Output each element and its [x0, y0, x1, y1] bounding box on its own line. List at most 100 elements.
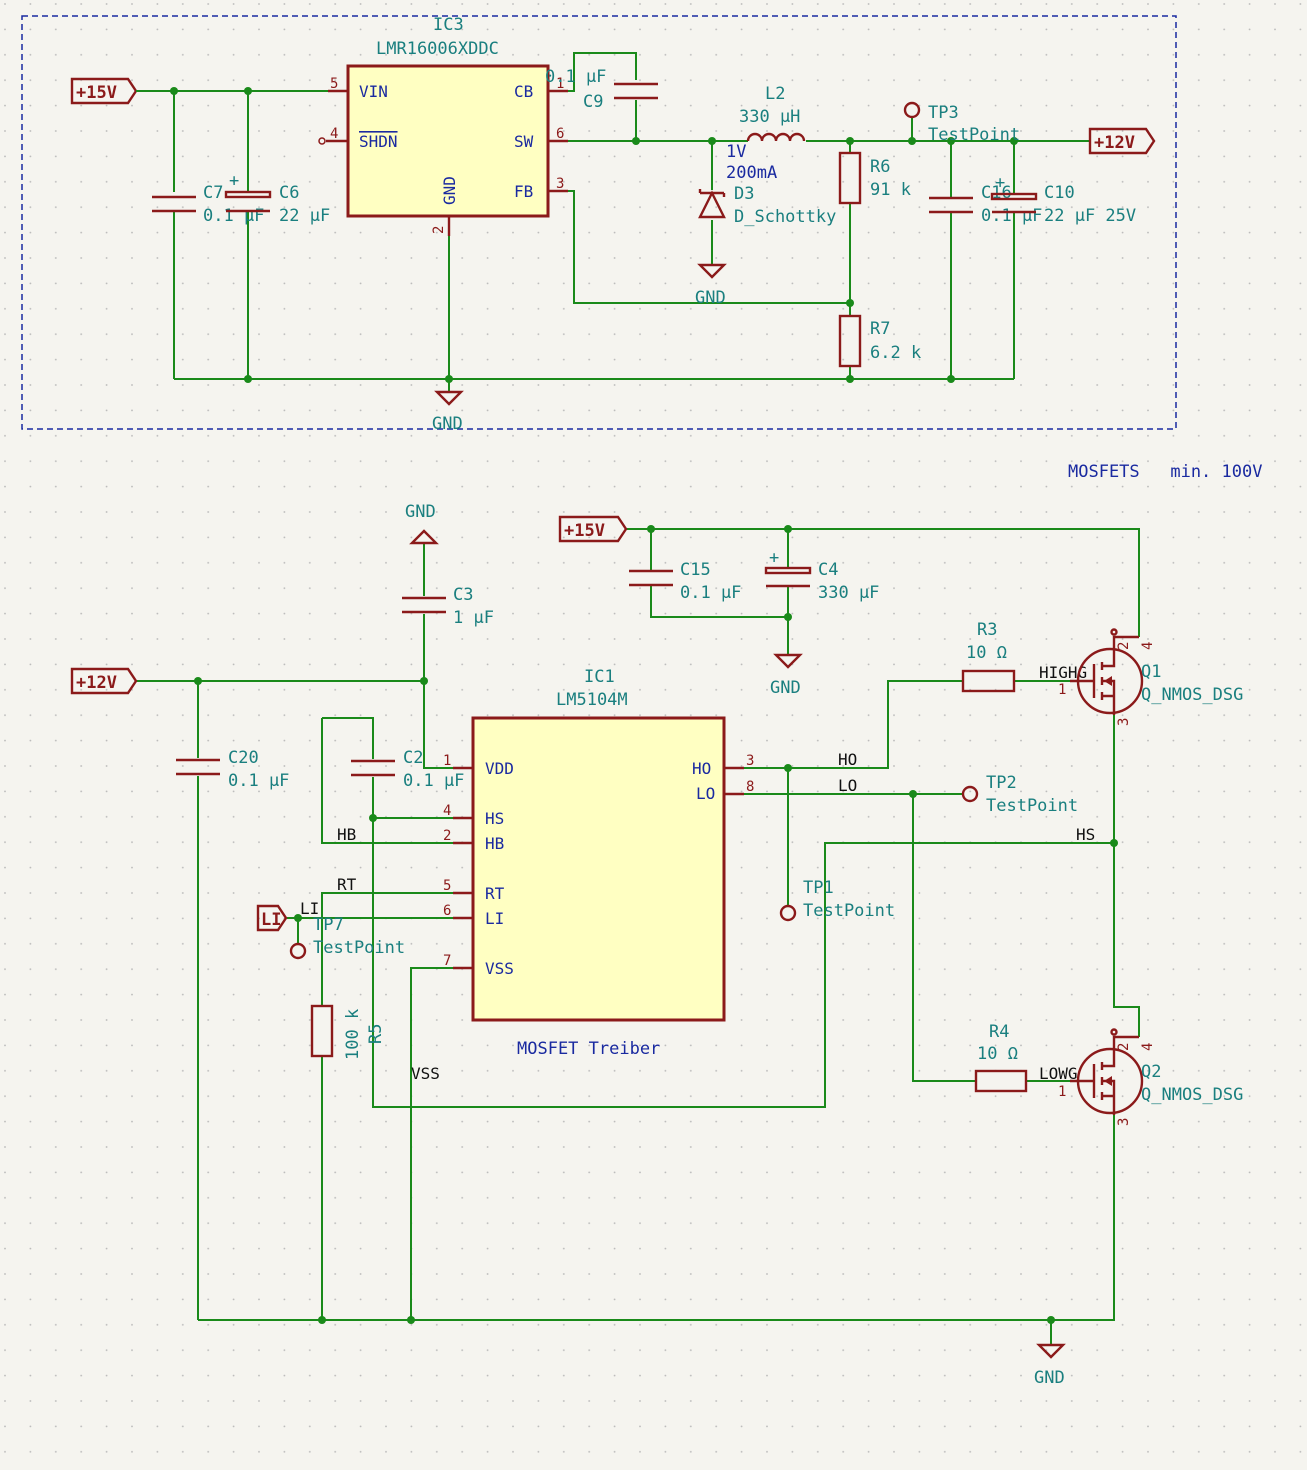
svg-text:0.1 µF: 0.1 µF: [545, 67, 606, 87]
svg-text:1: 1: [556, 76, 564, 92]
svg-text:200mA: 200mA: [726, 163, 777, 183]
svg-text:5: 5: [330, 76, 338, 92]
svg-text:C6: C6: [279, 183, 299, 203]
gnd-symbol-c3: GND: [405, 502, 439, 545]
mosfet-rating-note: MOSFETS min. 100V: [1068, 462, 1262, 482]
inductor-l2: L2 330 µH: [739, 84, 806, 142]
svg-text:C9: C9: [583, 92, 603, 112]
svg-text:HB: HB: [485, 834, 504, 853]
svg-text:TestPoint: TestPoint: [313, 938, 405, 958]
svg-text:0.1 µF: 0.1 µF: [403, 771, 464, 791]
ic1-mosfet-driver: IC1 LM5104M VDD HS HB RT LI VSS HO LO 1 …: [443, 667, 754, 1022]
svg-text:FB: FB: [514, 182, 533, 201]
svg-text:LMR16006XDDC: LMR16006XDDC: [376, 39, 499, 59]
svg-text:GND: GND: [1034, 1368, 1065, 1388]
resistor-r6: R6 91 k: [838, 151, 911, 205]
svg-text:8: 8: [746, 779, 754, 795]
svg-text:4: 4: [1140, 642, 1156, 650]
svg-text:HS: HS: [485, 809, 504, 828]
svg-text:R5: R5: [366, 1024, 386, 1044]
svg-text:TP1: TP1: [803, 878, 834, 898]
svg-text:VDD: VDD: [485, 759, 514, 778]
svg-text:0.1 µF: 0.1 µF: [203, 206, 264, 226]
svg-text:TestPoint: TestPoint: [928, 125, 1020, 145]
resistor-r7: R7 6.2 k: [838, 314, 921, 368]
svg-text:R7: R7: [870, 319, 890, 339]
svg-text:C7: C7: [203, 183, 223, 203]
svg-text:330 µH: 330 µH: [739, 107, 800, 127]
svg-text:LO: LO: [838, 776, 857, 795]
buck-junctions: [170, 87, 1018, 383]
svg-text:C10: C10: [1044, 183, 1075, 203]
svg-text:4: 4: [443, 803, 451, 819]
svg-text:4: 4: [330, 126, 338, 142]
svg-text:C4: C4: [818, 560, 838, 580]
svg-text:0.1 µF: 0.1 µF: [981, 206, 1042, 226]
svg-text:TestPoint: TestPoint: [986, 796, 1078, 816]
svg-text:4: 4: [1140, 1043, 1156, 1051]
capacitor-c20: C20 0.1 µF: [176, 748, 289, 791]
capacitor-c15: C15 0.1 µF: [629, 560, 741, 603]
capacitor-c4: + C4 330 µF: [764, 548, 879, 603]
svg-text:LI: LI: [485, 909, 504, 928]
testpoint-tp1: TP1 TestPoint: [779, 878, 895, 922]
svg-text:SW: SW: [514, 132, 534, 151]
svg-text:Q_NMOS_DSG: Q_NMOS_DSG: [1141, 685, 1243, 705]
svg-text:10 Ω: 10 Ω: [977, 1044, 1018, 1064]
svg-text:IC3: IC3: [433, 15, 464, 35]
svg-text:TP7: TP7: [313, 915, 344, 935]
svg-text:0.1 µF: 0.1 µF: [680, 583, 741, 603]
gnd-symbol-bottom: GND: [1034, 1343, 1066, 1388]
ic3-regulator: IC3 LMR16006XDDC VIN SHDN CB SW FB GND 5…: [318, 15, 568, 236]
svg-text:+15V: +15V: [76, 83, 117, 103]
resistor-r4: R4 10 Ω: [974, 1022, 1028, 1093]
svg-text:L2: L2: [765, 84, 785, 104]
svg-text:2: 2: [431, 226, 447, 234]
svg-text:2: 2: [1116, 1043, 1132, 1051]
svg-text:HO: HO: [692, 759, 711, 778]
power-label-15v-bottom: +15V: [558, 515, 628, 543]
svg-text:+: +: [769, 548, 779, 568]
testpoint-tp3: TP3 TestPoint: [903, 101, 1020, 145]
svg-text:VIN: VIN: [359, 82, 388, 101]
power-label-15v-top: +15V: [70, 77, 138, 105]
svg-text:3: 3: [1116, 718, 1132, 726]
svg-text:1 µF: 1 µF: [453, 608, 494, 628]
svg-text:SHDN: SHDN: [359, 132, 398, 151]
svg-text:2: 2: [1116, 642, 1132, 650]
svg-text:330 µF: 330 µF: [818, 583, 879, 603]
gnd-symbol-diode: GND: [695, 263, 727, 308]
svg-text:R6: R6: [870, 157, 890, 177]
svg-text:3: 3: [746, 753, 754, 769]
svg-text:5: 5: [443, 878, 451, 894]
svg-text:LM5104M: LM5104M: [556, 690, 628, 710]
schottky-diode-d3: 1V 200mA D3 D_Schottky: [698, 142, 836, 227]
svg-text:1: 1: [1058, 682, 1066, 698]
gnd-symbol-c4: GND: [770, 653, 803, 698]
svg-text:2: 2: [443, 828, 451, 844]
svg-text:R3: R3: [977, 620, 997, 640]
testpoint-tp7: TP7 TestPoint: [289, 915, 405, 960]
svg-text:TP2: TP2: [986, 773, 1017, 793]
svg-text:7: 7: [443, 953, 451, 969]
svg-text:IC1: IC1: [584, 667, 615, 687]
svg-text:3: 3: [1116, 1118, 1132, 1126]
svg-text:VSS: VSS: [485, 959, 514, 978]
svg-text:Q2: Q2: [1141, 1062, 1161, 1082]
svg-text:VSS: VSS: [411, 1064, 440, 1083]
svg-text:R4: R4: [989, 1022, 1009, 1042]
buck-group-frame: [21, 15, 1177, 430]
svg-text:6: 6: [556, 126, 564, 142]
mosfet-q2: Q2 Q_NMOS_DSG 1 2 3 4: [1058, 1028, 1243, 1126]
capacitor-c3: C3 1 µF: [402, 585, 494, 628]
capacitor-c6: + C6 22 µF: [224, 171, 330, 226]
svg-text:HS: HS: [1076, 825, 1095, 844]
svg-text:6.2 k: 6.2 k: [870, 343, 921, 363]
net-labels: HO LO HS HB RT LI VSS HIGHG LOWG: [300, 663, 1095, 1083]
svg-text:C3: C3: [453, 585, 473, 605]
svg-text:1: 1: [1058, 1084, 1066, 1100]
svg-text:GND: GND: [440, 176, 459, 205]
svg-text:GND: GND: [695, 288, 726, 308]
svg-text:100 k: 100 k: [343, 1009, 363, 1060]
svg-text:C2: C2: [403, 748, 423, 768]
